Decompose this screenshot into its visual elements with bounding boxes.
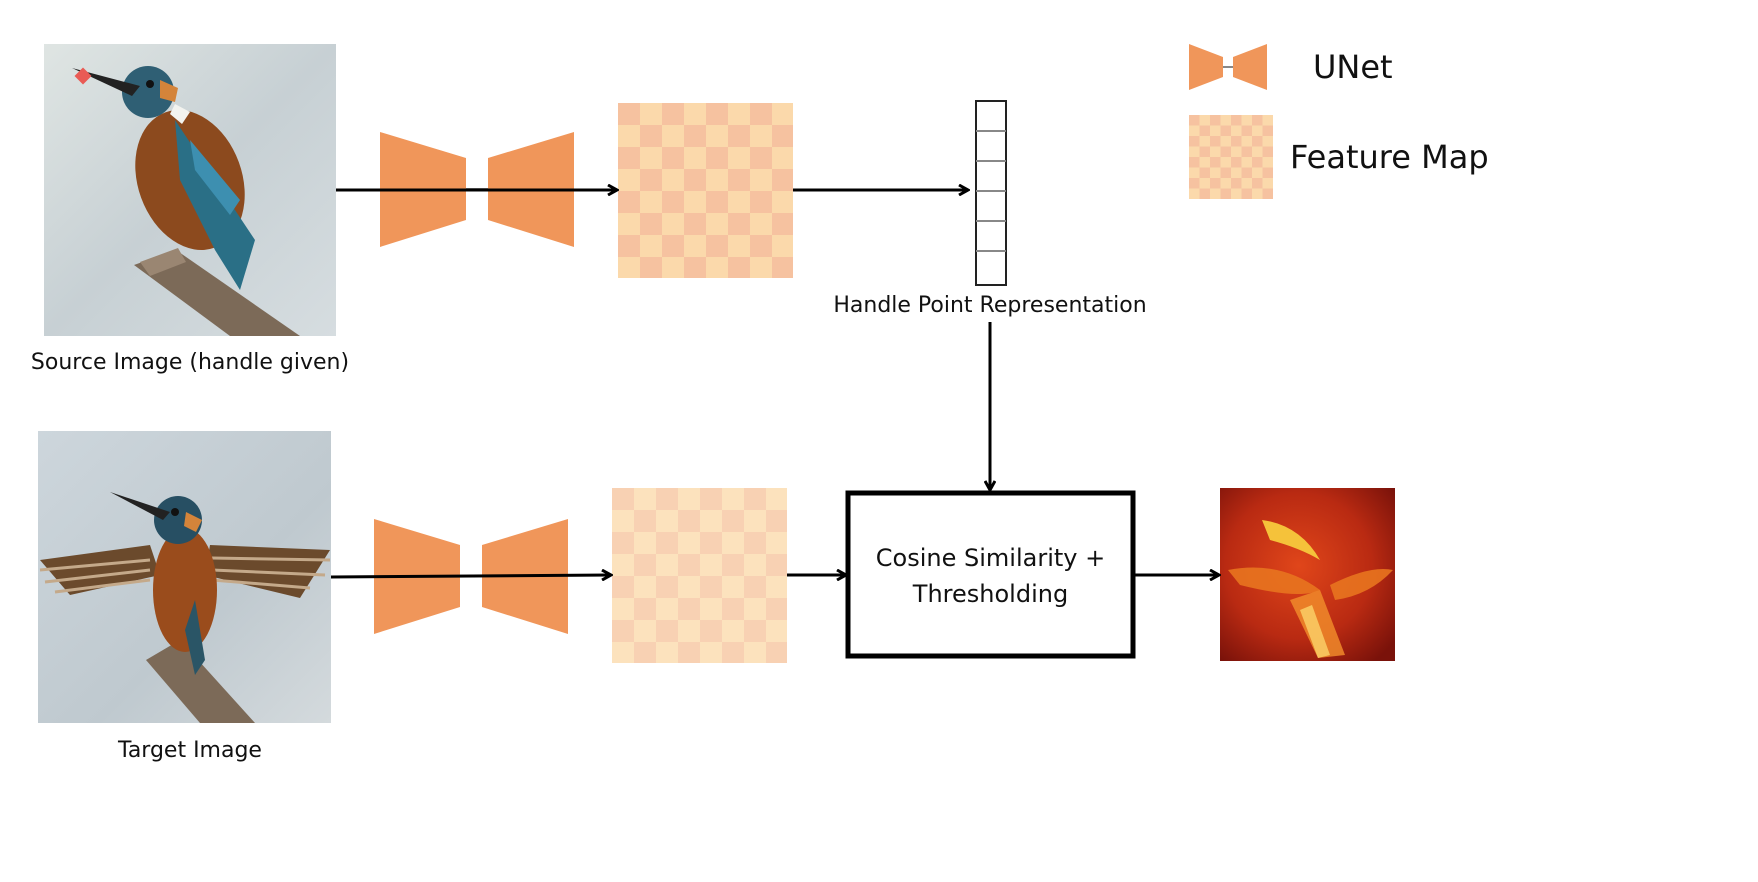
handle-point-representation-label: Handle Point Representation <box>833 293 1147 318</box>
legend-unet-icon <box>1189 44 1267 90</box>
handle-point-vector <box>975 100 1007 286</box>
legend-unet-label: UNet <box>1313 48 1393 86</box>
source-image-label: Source Image (handle given) <box>30 350 350 375</box>
handle-point-marker <box>74 67 92 85</box>
legend-feature-map-label: Feature Map <box>1290 138 1489 176</box>
target-image <box>38 431 331 723</box>
feature-map-top <box>618 103 793 278</box>
feature-map-bottom <box>612 488 787 663</box>
cosine-line-2: Thresholding <box>912 580 1069 608</box>
cosine-similarity-label: Cosine Similarity + Thresholding <box>851 540 1130 612</box>
legend-feature-map-icon <box>1189 115 1273 199</box>
target-image-label: Target Image <box>118 738 262 763</box>
source-image <box>44 44 336 336</box>
arrow-target-to-featuremap <box>330 575 610 577</box>
output-heatmap <box>1220 488 1395 661</box>
cosine-line-1: Cosine Similarity + <box>875 544 1106 572</box>
cosine-similarity-box <box>845 490 1136 659</box>
